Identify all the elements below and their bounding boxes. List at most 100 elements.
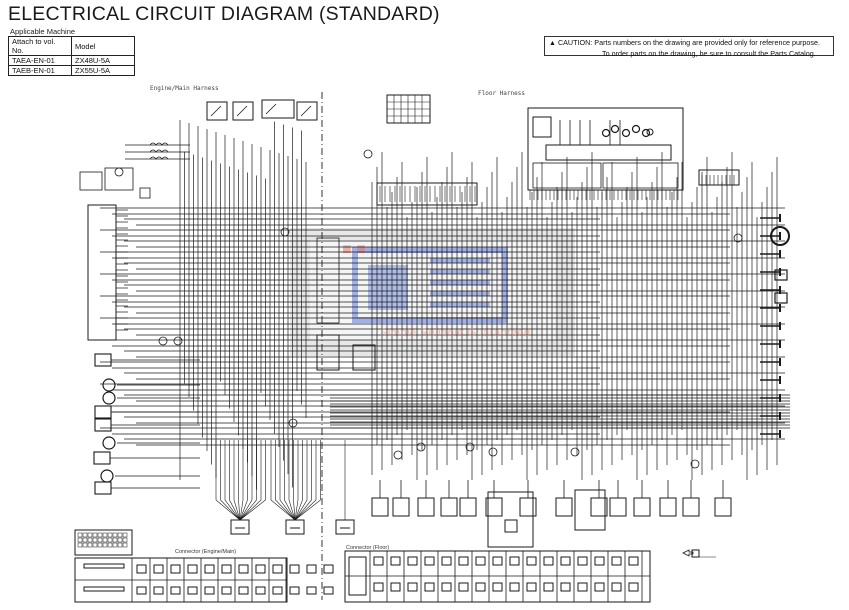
connector-glyph [170,564,181,574]
controller-section [602,162,679,189]
connector-panels [74,529,651,603]
mid-connector-box [352,344,376,371]
battery-box [104,167,134,191]
connector-glyph [560,582,571,592]
watermark-text: Simple Reliable Guaranteed [380,327,531,339]
relay-unit-box [487,491,534,548]
connector-glyph [543,582,554,592]
connector-glyph-long [83,563,125,569]
ground-fan-wire [275,440,296,521]
connector-glyph [424,582,435,592]
wire-junction-marker [173,336,183,346]
watermark-inner [310,240,555,340]
connector-glyph [238,564,249,574]
wire-junction-marker [288,418,298,428]
controller-lamp-icon [641,128,651,138]
controller-module [532,116,552,138]
connector-glyph [136,586,147,595]
watermark-stripe [430,269,490,274]
connector-panel-floor [344,550,651,603]
relay-box [232,101,254,121]
caution-line-2: To order parts on the drawing, be sure t… [602,48,816,58]
connector-glyph [458,556,469,566]
ground-fan-wire [293,440,296,521]
controller-lamp-icon [601,128,611,138]
bottom-connector-box [659,497,677,517]
bottom-connector-box [417,497,435,517]
watermark-red-mark: ■ ■ [342,241,366,258]
bottom-connector-box [609,497,627,517]
connector-glyph [458,582,469,592]
connector-pin-cell [87,537,93,543]
connector-glyph [153,586,164,595]
relay-box [261,99,295,119]
connector-pin-cell [102,542,108,548]
connector-glyph [373,582,384,592]
connector-glyph [560,556,571,566]
connector-glyph [611,556,622,566]
connector-pin-cell [112,537,118,543]
connector-panel-right-label: Connector (Floor) [346,545,390,551]
floor-connector-grid [386,94,431,124]
connector-pin-cell [97,532,103,538]
connector-glyph [628,582,639,592]
connector-glyph [407,556,418,566]
connector-pin-cell [92,537,98,543]
connector-glyph [577,582,588,592]
connector-glyph [594,556,605,566]
ground-symbol-box [335,519,355,535]
legend-connector-icon [691,549,700,558]
connector-glyph [204,564,215,574]
wire-junction-marker [363,149,373,159]
ground-symbol-box [230,519,250,535]
relay-symbol [504,519,518,533]
connector-glyph [306,564,317,574]
ground-fan-wire [288,440,296,521]
battery-terminal [114,167,124,177]
connector-glyph [272,586,283,595]
fuse-coil-icon [149,149,169,153]
document-title: ELECTRICAL CIRCUIT DIAGRAM (STANDARD) [8,3,440,25]
connector-pin-cell [97,537,103,543]
wire-bundle [75,92,790,602]
connector-glyph [255,564,266,574]
switch-box [93,451,111,465]
table-header-cell: Attach to vol. No. [8,36,72,56]
watermark-stripe [430,302,490,307]
gauge-circle [770,226,790,246]
ground-fan-wire [220,440,241,521]
connector-glyph [221,564,232,574]
connector-glyph [255,586,266,595]
connector-glyph [526,556,537,566]
sensor-box [774,269,788,281]
wire-junction-marker [465,442,475,452]
bottom-connector-box [633,497,651,517]
controller-lamp-icon [610,124,620,134]
connector-pin-cell [77,537,83,543]
ground-fan-wire [294,440,312,521]
connector-glyph [272,564,283,574]
connector-glyph [594,582,605,592]
connector-glyph [577,556,588,566]
connector-glyph-long [83,586,125,592]
wire-junction-marker [488,447,498,457]
connector-glyph [543,556,554,566]
ground-fan-wire [239,440,266,521]
connector-glyph [136,564,147,574]
connector-pin-cell [92,542,98,548]
bottom-connector-box [590,497,608,517]
watermark-block [368,265,408,310]
ground-fan-wire [239,440,244,521]
connector-glyph [204,586,215,595]
connector-pin-cell [122,542,128,548]
connector-pin-cell [77,542,83,548]
horn-icon [102,378,116,392]
relay-box [296,101,318,121]
engine-main-harness-label: Engine/Main Harness [150,85,219,92]
legend-arrow-icon [682,549,694,557]
connector-glyph [390,582,401,592]
connector-panel-engine [74,557,288,603]
connector-glyph [492,556,503,566]
bottom-connector-box [555,497,573,517]
connector-glyph [238,586,249,595]
